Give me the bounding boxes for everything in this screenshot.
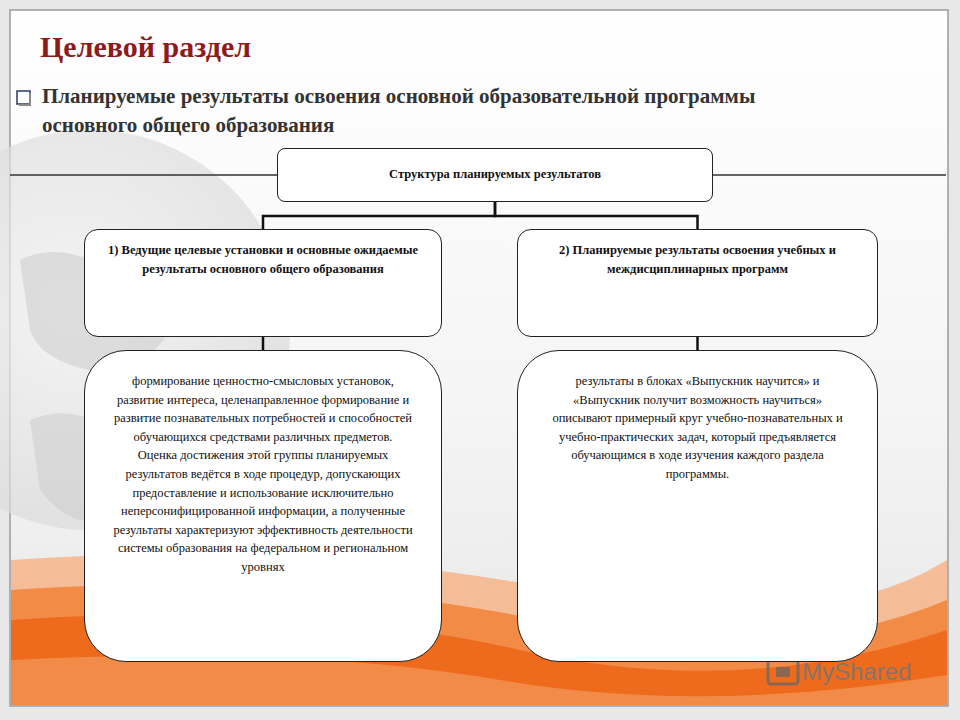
description-box: формирование ценностно-смысловых установ… <box>84 350 442 662</box>
tree-connector <box>495 202 698 229</box>
category-box: 1) Ведущие целевые установки и основные … <box>84 229 442 337</box>
box-heading: Структура планируемых результатов <box>292 165 698 184</box>
watermark: MyShared <box>802 658 942 686</box>
bullet-symbol <box>17 91 31 105</box>
tree-connector <box>263 202 495 229</box>
box-heading: 1) Ведущие целевые установки и основные … <box>107 241 419 279</box>
box-heading: 2) Планируемые результаты освоения учебн… <box>540 241 855 279</box>
tree-connector <box>262 337 265 350</box>
watermark-icon <box>768 660 798 684</box>
tree-connector <box>696 337 699 350</box>
slide-title: Целевой раздел <box>40 30 251 64</box>
box-text: результаты в блоках «Выпускник научится»… <box>548 372 847 484</box>
root-box: Структура планируемых результатов <box>277 148 713 202</box>
slide-subtitle: Планируемые результаты освоения основной… <box>42 82 842 140</box>
category-box: 2) Планируемые результаты освоения учебн… <box>517 229 878 337</box>
box-text: формирование ценностно-смысловых установ… <box>113 372 413 577</box>
description-box: результаты в блоках «Выпускник научится»… <box>517 350 878 662</box>
